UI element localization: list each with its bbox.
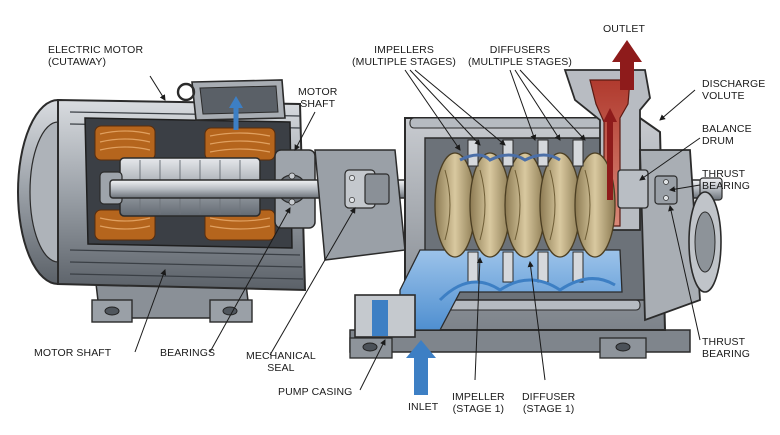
- label-impeller-stage1: IMPELLER(STAGE 1): [452, 391, 505, 415]
- label-diffuser-stage1: DIFFUSER(STAGE 1): [522, 391, 576, 415]
- label-diffusers: DIFFUSERS(MULTIPLE STAGES): [468, 44, 572, 68]
- balance-drum: [617, 169, 649, 209]
- inlet-arrow: [406, 340, 436, 395]
- label-electric-motor: ELECTRIC MOTOR(CUTAWAY): [48, 44, 144, 68]
- label-outlet: OUTLET: [603, 23, 646, 35]
- electric-motor: [17, 79, 316, 292]
- label-inlet: INLET: [408, 401, 439, 413]
- thrust-bearing: [654, 175, 678, 205]
- leader-lines: [134, 69, 701, 391]
- label-impellers: IMPELLERS(MULTIPLE STAGES): [352, 44, 456, 68]
- label-bearings: BEARINGS: [160, 347, 216, 359]
- flow-arrows: [438, 108, 617, 302]
- impellers: [434, 152, 616, 258]
- label-motor-shaft-bottom: MOTOR SHAFT: [34, 347, 112, 359]
- label-pump-casing: PUMP CASING: [278, 386, 353, 398]
- outlet-arrow: [612, 40, 642, 90]
- mechanical-seal: [314, 149, 406, 261]
